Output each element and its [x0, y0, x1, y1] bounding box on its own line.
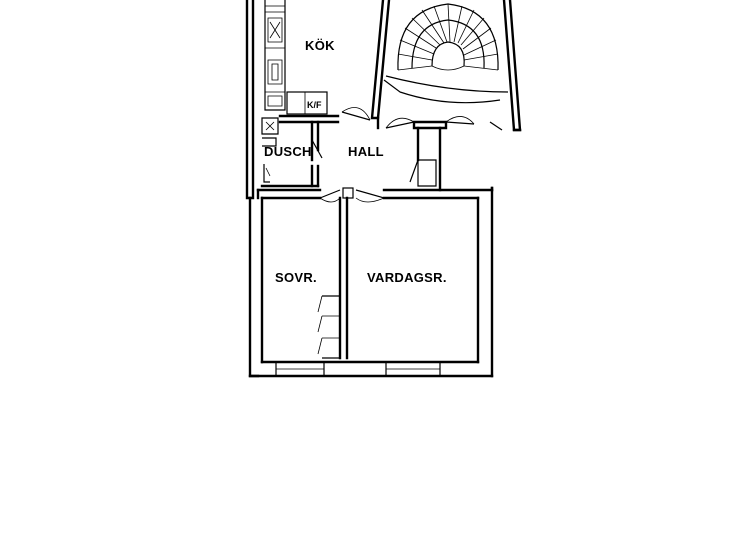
outer-walls — [245, 0, 494, 378]
label-shower: DUSCH — [264, 144, 312, 159]
spiral-staircase — [370, 0, 522, 132]
label-fridge-freezer: K/F — [307, 100, 322, 110]
kitchen-fixtures — [264, 0, 371, 124]
label-bedroom: SOVR. — [275, 270, 317, 285]
bedroom-wardrobes — [317, 295, 341, 359]
shower-fixtures — [260, 117, 323, 188]
label-living-room: VARDAGSR. — [367, 270, 447, 285]
doors — [319, 159, 419, 203]
label-kitchen: KÖK — [305, 38, 335, 53]
windows — [275, 361, 441, 377]
label-hall: HALL — [348, 144, 384, 159]
